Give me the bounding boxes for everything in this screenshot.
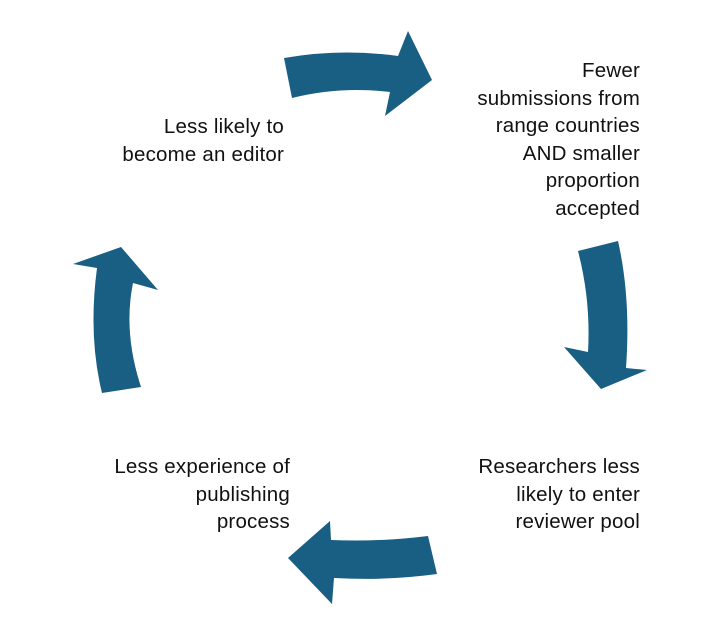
arrow-bottom-left <box>288 521 437 604</box>
arrow-left-up <box>73 247 158 393</box>
node-less-experience: Less experience of publishing process <box>114 455 290 533</box>
node-less-likely-editor: Less likely to become an editor <box>122 115 284 166</box>
node-fewer-submissions: Fewer submissions from range countries A… <box>477 59 640 220</box>
arrow-top-right <box>284 31 432 116</box>
node-researchers-less-likely: Researchers less likely to enter reviewe… <box>478 455 640 533</box>
arrow-right-down <box>564 241 647 389</box>
